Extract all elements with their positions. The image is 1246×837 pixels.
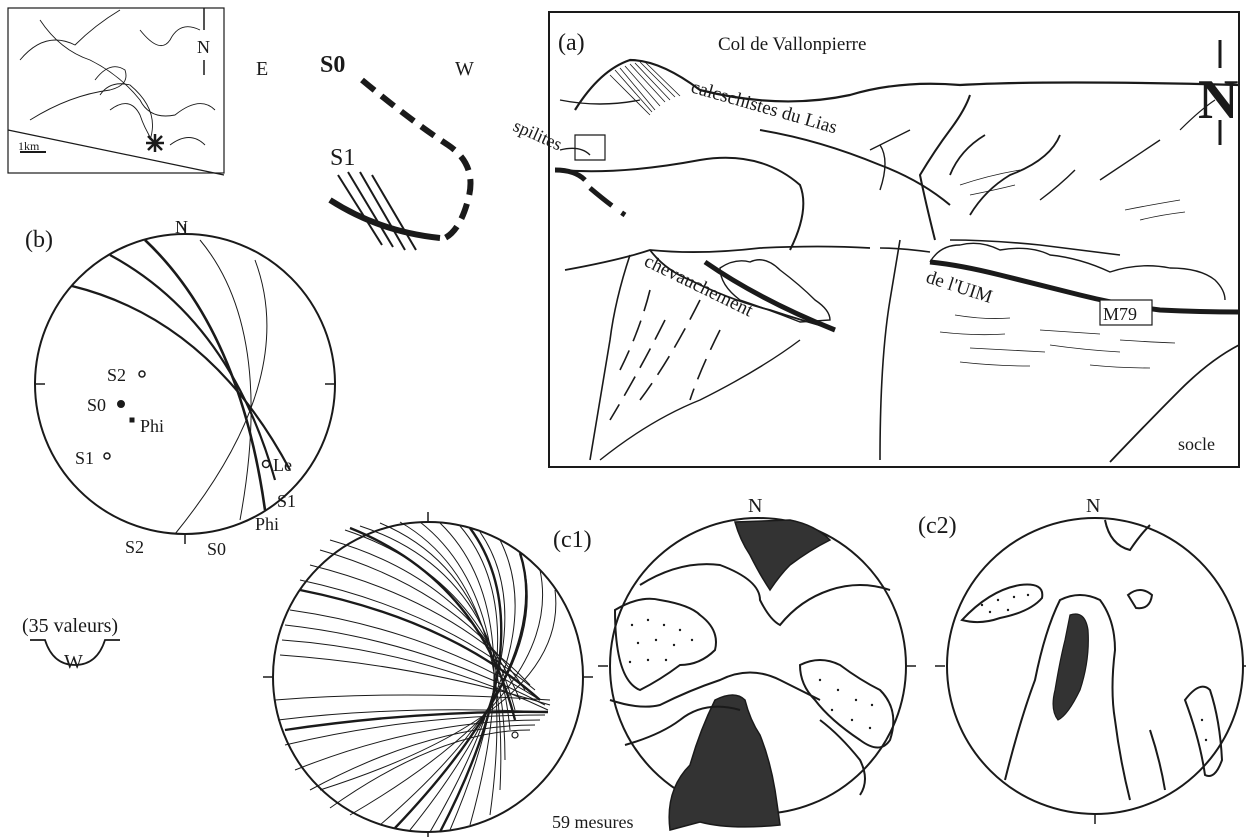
fold-east-label: E (256, 58, 268, 80)
s1-plane-label: S1 (277, 491, 296, 511)
measures-label: 59 mesures (552, 812, 633, 832)
c2-max-density-area (1053, 614, 1088, 720)
phi-point-label: Phi (140, 416, 164, 436)
inset-scale-label: 1km (18, 139, 40, 153)
le-point-label: Le (273, 455, 292, 475)
s0-pole-marker (118, 401, 125, 408)
s0-point-label: S0 (87, 395, 106, 415)
inset-north-label: N (197, 37, 210, 57)
panel-c2-label: (c2) (918, 513, 957, 539)
fold-west-label: W (455, 58, 474, 80)
panel-a-label: (a) (558, 30, 585, 56)
s1-pole-marker (104, 453, 110, 459)
mean-pole-marker (512, 732, 518, 738)
s2-pole-marker (139, 371, 145, 377)
c1-stipple-area (629, 619, 873, 729)
s1-point-label: S1 (75, 448, 94, 468)
panel-c1-contour-stereonet (598, 518, 916, 830)
spilites-label: spilites (510, 115, 565, 154)
col-label: Col de Vallonpierre (718, 34, 866, 55)
le-lineation-marker (263, 461, 270, 468)
s2-point-label: S2 (107, 365, 126, 385)
fold-s1-label: S1 (330, 145, 355, 171)
panel-b-label: (b) (25, 227, 53, 253)
fold-s0-label: S0 (320, 52, 345, 78)
panel-b-north-label: N (175, 217, 188, 237)
w-symbol-label: W (64, 651, 83, 673)
location-inset-map (8, 8, 224, 175)
panel-c-stereonet (263, 512, 593, 837)
panel-a-field-sketch (549, 12, 1239, 467)
c2-stipple-area (981, 594, 1207, 741)
values-count-label: (35 valeurs) (22, 615, 118, 637)
socle-label: socle (1178, 434, 1215, 454)
location-star-icon (146, 134, 164, 152)
calc-label: calcschistes du Lias (689, 77, 840, 139)
s0-plane-label: S0 (207, 539, 226, 559)
phi-plane-label: Phi (255, 514, 279, 534)
panel-c2-contour-stereonet (935, 518, 1246, 824)
s2-plane-label: S2 (125, 537, 144, 557)
phi-pole-marker (130, 418, 134, 422)
panel-a-north-label: N (1198, 69, 1238, 131)
panel-c1-label: (c1) (553, 527, 592, 553)
sample-label: M79 (1103, 304, 1137, 324)
panel-c2-north-label: N (1086, 495, 1100, 517)
panel-c1-north-label: N (748, 495, 762, 517)
